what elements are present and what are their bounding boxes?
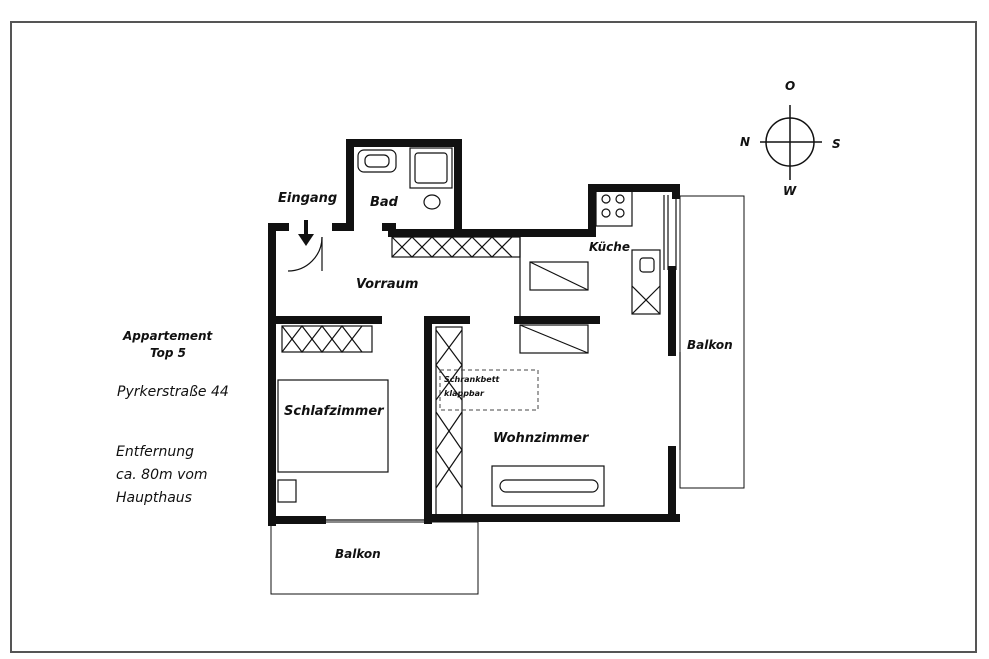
info-title-line1: Appartement	[123, 329, 213, 343]
drawing-frame	[10, 21, 977, 653]
entrance-arrow-icon	[298, 220, 314, 246]
compass-icon	[760, 105, 822, 180]
compass-label-left: N	[740, 135, 751, 149]
info-title-line2: Top 5	[150, 346, 186, 360]
label-vorraum: Vorraum	[356, 277, 419, 292]
info-distance-line1: Entfernung	[116, 444, 195, 460]
compass-label-bottom: W	[783, 184, 797, 198]
label-eingang: Eingang	[278, 191, 338, 206]
label-klappbar: klappbar	[444, 389, 484, 398]
balcony-bottom-outline	[270, 521, 479, 595]
info-distance-line3: Haupthaus	[116, 490, 192, 506]
label-wohnzimmer: Wohnzimmer	[493, 431, 589, 446]
walls	[268, 139, 680, 526]
compass-label-right: S	[832, 137, 841, 151]
label-balkon-right: Balkon	[687, 338, 733, 352]
compass-label-top: O	[785, 79, 796, 93]
label-bad: Bad	[370, 195, 398, 210]
info-address: Pyrkerstraße 44	[117, 384, 229, 400]
label-schrankbett: Schrankbett	[444, 375, 500, 384]
label-kueche: Küche	[589, 240, 630, 254]
label-balkon-bottom: Balkon	[335, 547, 381, 561]
label-schlafzimmer: Schlafzimmer	[284, 404, 384, 419]
schrankbett-outline	[439, 369, 539, 411]
info-distance-line2: ca. 80m vom	[116, 467, 208, 483]
fixtures	[277, 147, 681, 521]
balcony-right-outline	[679, 195, 745, 489]
